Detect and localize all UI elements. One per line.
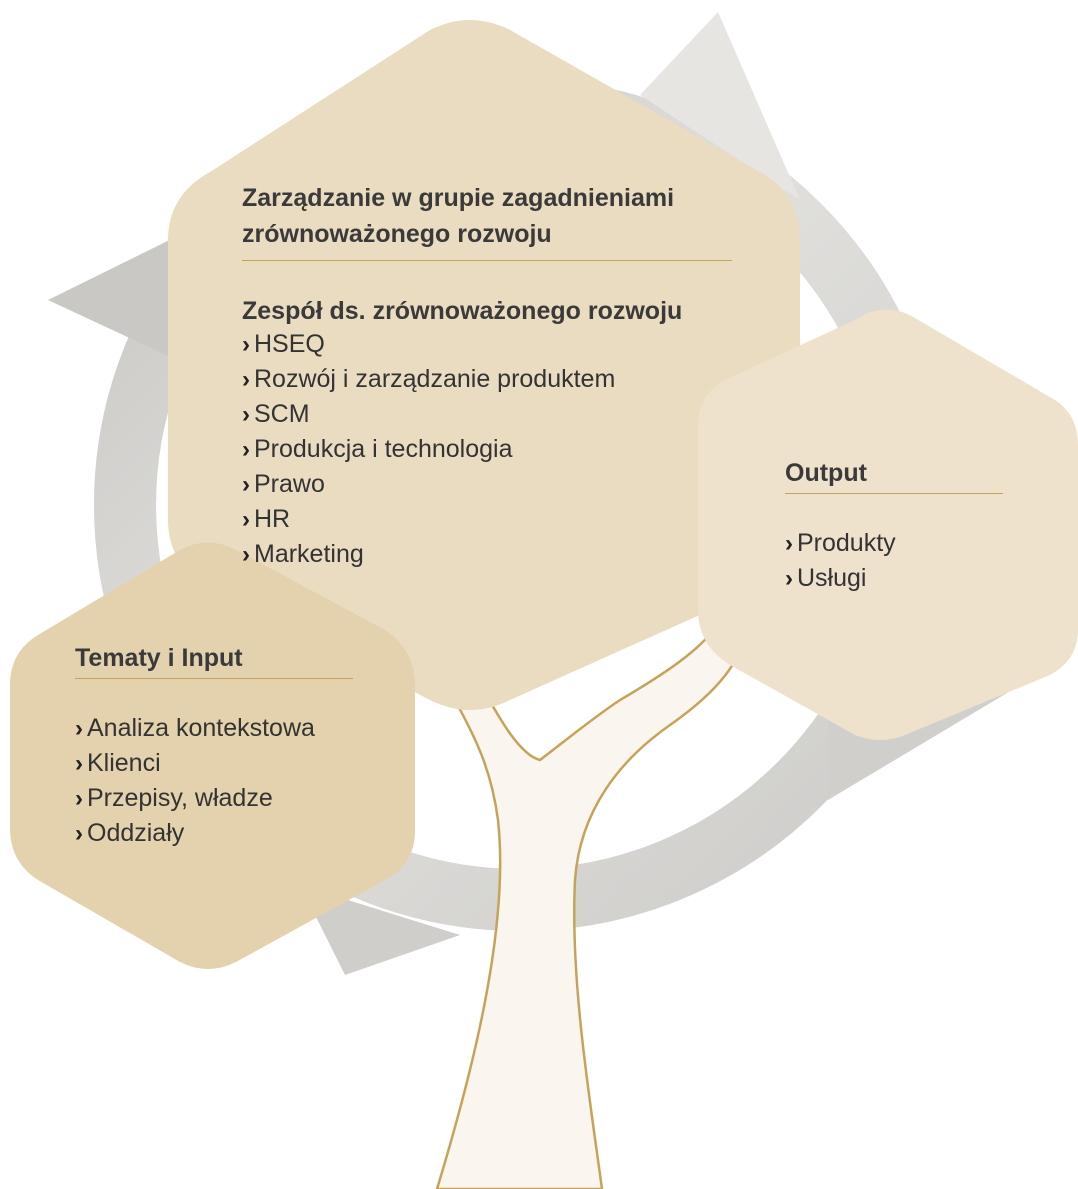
list-item-label: Prawo xyxy=(254,470,325,498)
chevron-right-icon: › xyxy=(75,785,83,812)
list-item: ›Oddziały xyxy=(75,816,353,851)
list-item: ›Marketing xyxy=(242,537,732,572)
list-item-label: Przepisy, władze xyxy=(87,784,273,812)
output-title: Output xyxy=(785,459,867,487)
list-item: ›SCM xyxy=(242,397,732,432)
center-title-line1: Zarządzanie w grupie zagadnieniami xyxy=(242,184,675,212)
center-title-line2: zrównoważonego rozwoju xyxy=(242,220,552,248)
chevron-right-icon: › xyxy=(242,331,250,358)
list-item: ›HSEQ xyxy=(242,327,732,362)
list-item-label: HSEQ xyxy=(254,330,325,358)
output-title-rule xyxy=(785,493,1003,494)
cycle-arrowhead-top xyxy=(640,12,800,200)
list-item-label: Marketing xyxy=(254,540,364,568)
list-item: ›HR xyxy=(242,502,732,537)
input-title: Tematy i Input xyxy=(75,644,243,672)
input-panel: Tematy i Input ›Analiza kontekstowa ›Kli… xyxy=(75,640,353,851)
list-item: ›Rozwój i zarządzanie produktem xyxy=(242,362,732,397)
center-panel: Zarządzanie w grupie zagadnieniami zrówn… xyxy=(242,180,732,572)
center-title: Zarządzanie w grupie zagadnieniami zrówn… xyxy=(242,180,732,252)
list-item: ›Produkty xyxy=(785,526,1003,561)
hexagon-input xyxy=(10,542,415,969)
cycle-arrowhead-bottom xyxy=(300,885,460,975)
list-item-label: Klienci xyxy=(87,749,161,777)
chevron-right-icon: › xyxy=(75,820,83,847)
list-item-label: Usługi xyxy=(797,564,867,592)
list-item-label: Rozwój i zarządzanie produktem xyxy=(254,365,616,393)
center-title-rule xyxy=(242,260,732,261)
output-panel: Output ›Produkty ›Usługi xyxy=(785,455,1003,596)
input-title-rule xyxy=(75,678,353,679)
output-list: ›Produkty ›Usługi xyxy=(785,526,1003,596)
list-item: ›Produkcja i technologia xyxy=(242,432,732,467)
list-item-label: Analiza kontekstowa xyxy=(87,714,315,742)
chevron-right-icon: › xyxy=(785,565,793,592)
list-item-label: HR xyxy=(254,505,291,533)
input-list: ›Analiza kontekstowa ›Klienci ›Przepisy,… xyxy=(75,711,353,851)
list-item: ›Klienci xyxy=(75,746,353,781)
list-item-label: Produkcja i technologia xyxy=(254,435,513,463)
team-list: ›HSEQ ›Rozwój i zarządzanie produktem ›S… xyxy=(242,327,732,572)
chevron-right-icon: › xyxy=(242,401,250,428)
chevron-right-icon: › xyxy=(242,471,250,498)
chevron-right-icon: › xyxy=(242,541,250,568)
list-item: ›Przepisy, władze xyxy=(75,781,353,816)
list-item-label: Produkty xyxy=(797,529,896,557)
chevron-right-icon: › xyxy=(75,715,83,742)
list-item: ›Analiza kontekstowa xyxy=(75,711,353,746)
chevron-right-icon: › xyxy=(242,366,250,393)
chevron-right-icon: › xyxy=(242,506,250,533)
chevron-right-icon: › xyxy=(75,750,83,777)
tree-trunk xyxy=(435,610,750,1189)
list-item-label: SCM xyxy=(254,400,310,428)
chevron-right-icon: › xyxy=(242,436,250,463)
team-title: Zespół ds. zrównoważonego rozwoju xyxy=(242,297,683,325)
list-item: ›Prawo xyxy=(242,467,732,502)
list-item-label: Oddziały xyxy=(87,819,185,847)
list-item: ›Usługi xyxy=(785,561,1003,596)
hexagon-main xyxy=(168,20,800,710)
hexagon-output xyxy=(698,309,1078,740)
chevron-right-icon: › xyxy=(785,530,793,557)
